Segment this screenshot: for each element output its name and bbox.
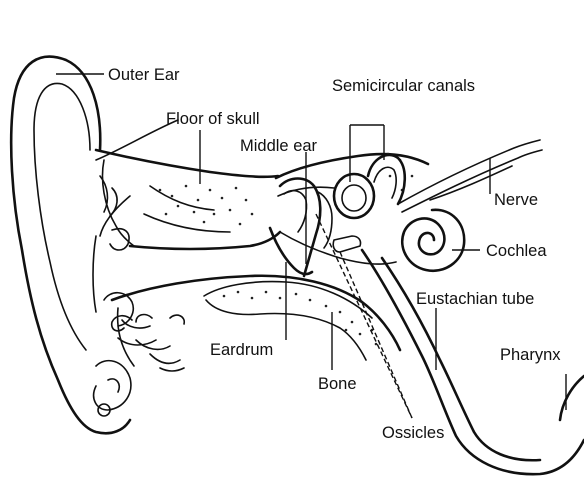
label-floor-of-skull: Floor of skull	[166, 110, 260, 128]
label-semicircular-canals: Semicircular canals	[332, 77, 475, 95]
label-eardrum: Eardrum	[210, 341, 273, 359]
skull-section	[96, 150, 428, 366]
label-ossicles: Ossicles	[382, 424, 444, 442]
label-outer-ear: Outer Ear	[108, 66, 180, 84]
pharynx-shape	[560, 376, 584, 420]
cochlea-shape	[402, 210, 464, 271]
label-nerve: Nerve	[494, 191, 538, 209]
label-bone: Bone	[318, 375, 357, 393]
label-cochlea: Cochlea	[486, 242, 547, 260]
label-pharynx: Pharynx	[500, 346, 561, 364]
semicircular-canals-shape	[334, 155, 405, 218]
outer-ear-shape	[11, 57, 184, 434]
label-eustachian-tube: Eustachian tube	[416, 290, 534, 308]
label-middle-ear: Middle ear	[240, 137, 318, 155]
